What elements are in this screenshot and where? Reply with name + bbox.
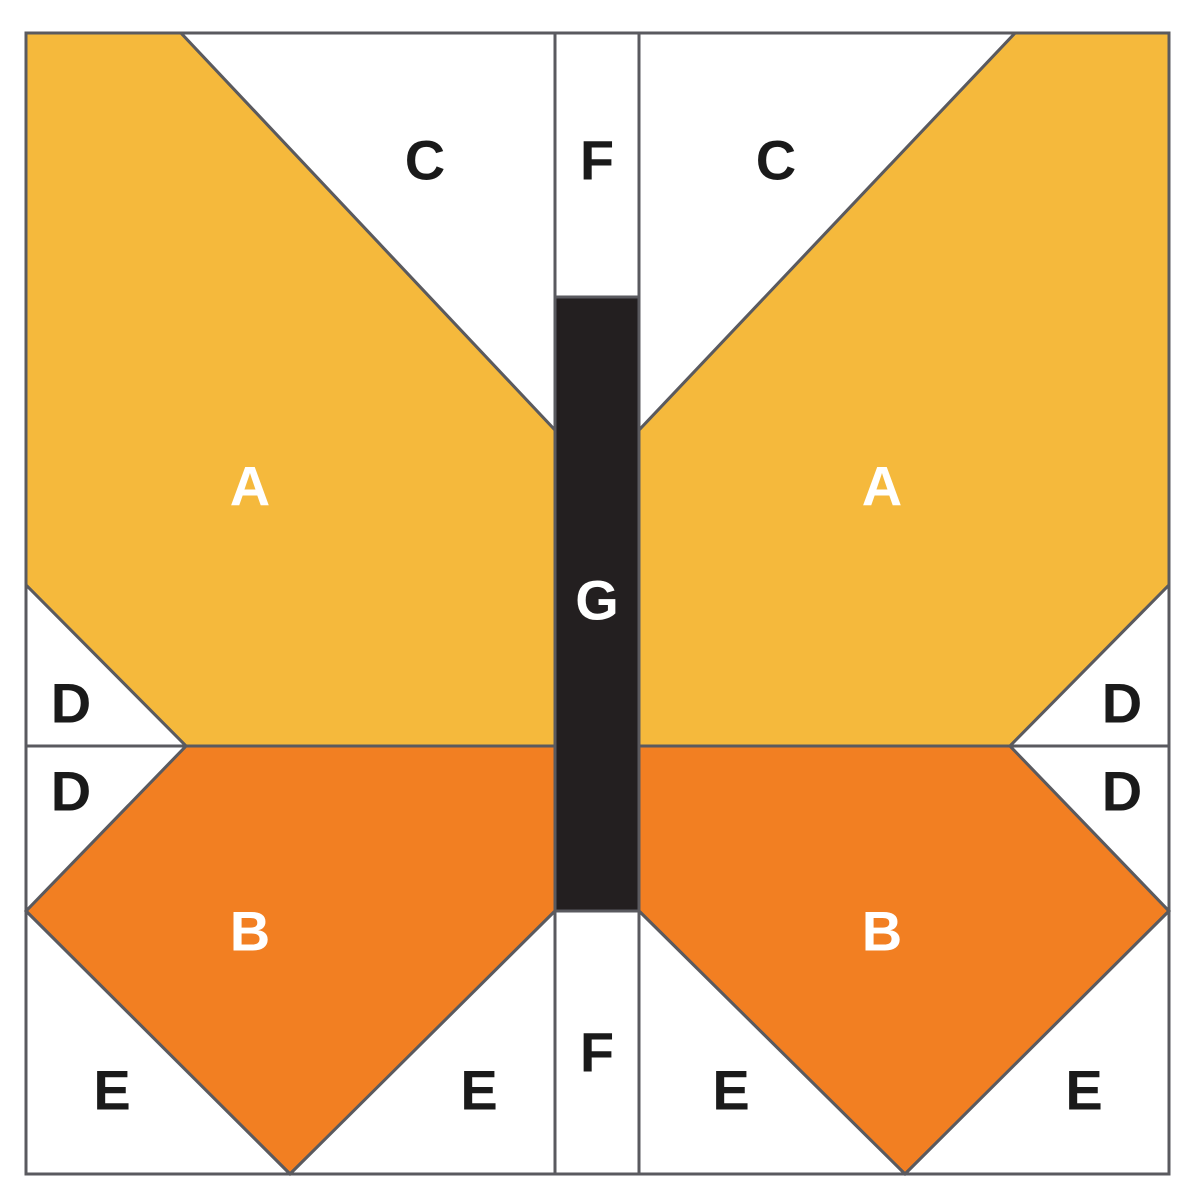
label-d-left-top: D [51,672,91,735]
label-c-right: C [756,129,796,192]
label-d-left-bottom: D [51,760,91,823]
piece-e-left-outer [24,907,294,1176]
label-e-left-outer: E [93,1059,130,1122]
label-d-right-top: D [1102,672,1142,735]
label-g-body: G [575,569,619,632]
label-f-bottom: F [580,1021,614,1084]
label-f-top: F [580,129,614,192]
label-a-left: A [230,455,270,518]
piece-d-right-bottom [1006,744,1171,915]
label-e-right-inner: E [712,1059,749,1122]
label-b-left: B [230,900,270,963]
label-b-right: B [862,900,902,963]
piece-g-body [553,295,641,913]
piece-f-top [553,31,641,299]
piece-e-right-outer [901,907,1171,1176]
label-e-left-inner: E [460,1059,497,1122]
piece-d-left-bottom [24,744,190,915]
label-e-right-outer: E [1065,1059,1102,1122]
label-d-right-bottom: D [1102,760,1142,823]
label-a-right: A [862,455,902,518]
label-c-left: C [405,129,445,192]
